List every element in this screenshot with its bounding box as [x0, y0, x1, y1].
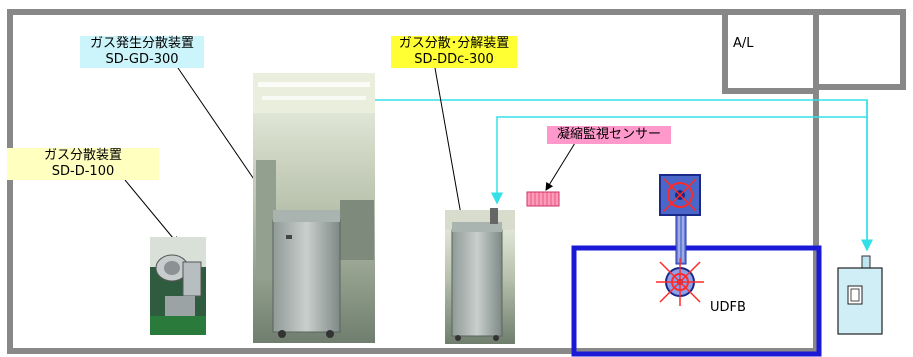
gas-pipe-lines — [310, 99, 873, 252]
gas-disperser-label: ガス分散装置 SD-D-100 — [7, 148, 159, 180]
gas-generator-name: ガス発生分散装置 — [89, 36, 194, 51]
airlock-room — [722, 9, 819, 94]
photo-gas-generator — [253, 73, 375, 343]
gas-disperser-name: ガス分散装置 — [43, 148, 122, 163]
room-walls — [7, 9, 906, 354]
gas-generator-label: ガス発生分散装置 SD-GD-300 — [80, 36, 204, 68]
udfb-label: UDFB — [710, 300, 746, 315]
gas-disperser-model: SD-D-100 — [51, 164, 115, 179]
ceiling-fan-unit — [659, 174, 701, 216]
sensor-label: 凝縮監視センサー — [547, 126, 671, 144]
leader-sensor — [545, 142, 576, 191]
gas-decomposer-model: SD-DDc-300 — [414, 52, 494, 67]
fan-assembly — [656, 174, 704, 306]
gas-decomposer-label: ガス分散･分解装置 SD-DDc-300 — [391, 36, 517, 68]
sensor-label-text: 凝縮監視センサー — [556, 127, 661, 142]
photo-gas-decomposer — [445, 208, 515, 344]
condensation-sensor — [526, 191, 560, 207]
pipe-to-decomposer — [491, 116, 867, 205]
airlock-label: A/L — [733, 36, 754, 51]
leader-decomposer — [434, 67, 466, 227]
floor-fan-unit — [656, 258, 704, 306]
pipe-to-generator — [310, 99, 868, 250]
gas-generator-model: SD-GD-300 — [105, 52, 179, 67]
control-box — [837, 255, 883, 335]
udfb-booth — [571, 245, 822, 357]
gas-decomposer-name: ガス分散･分解装置 — [398, 36, 510, 51]
photo-gas-disperser — [150, 237, 206, 335]
leader-disperser — [124, 179, 179, 245]
